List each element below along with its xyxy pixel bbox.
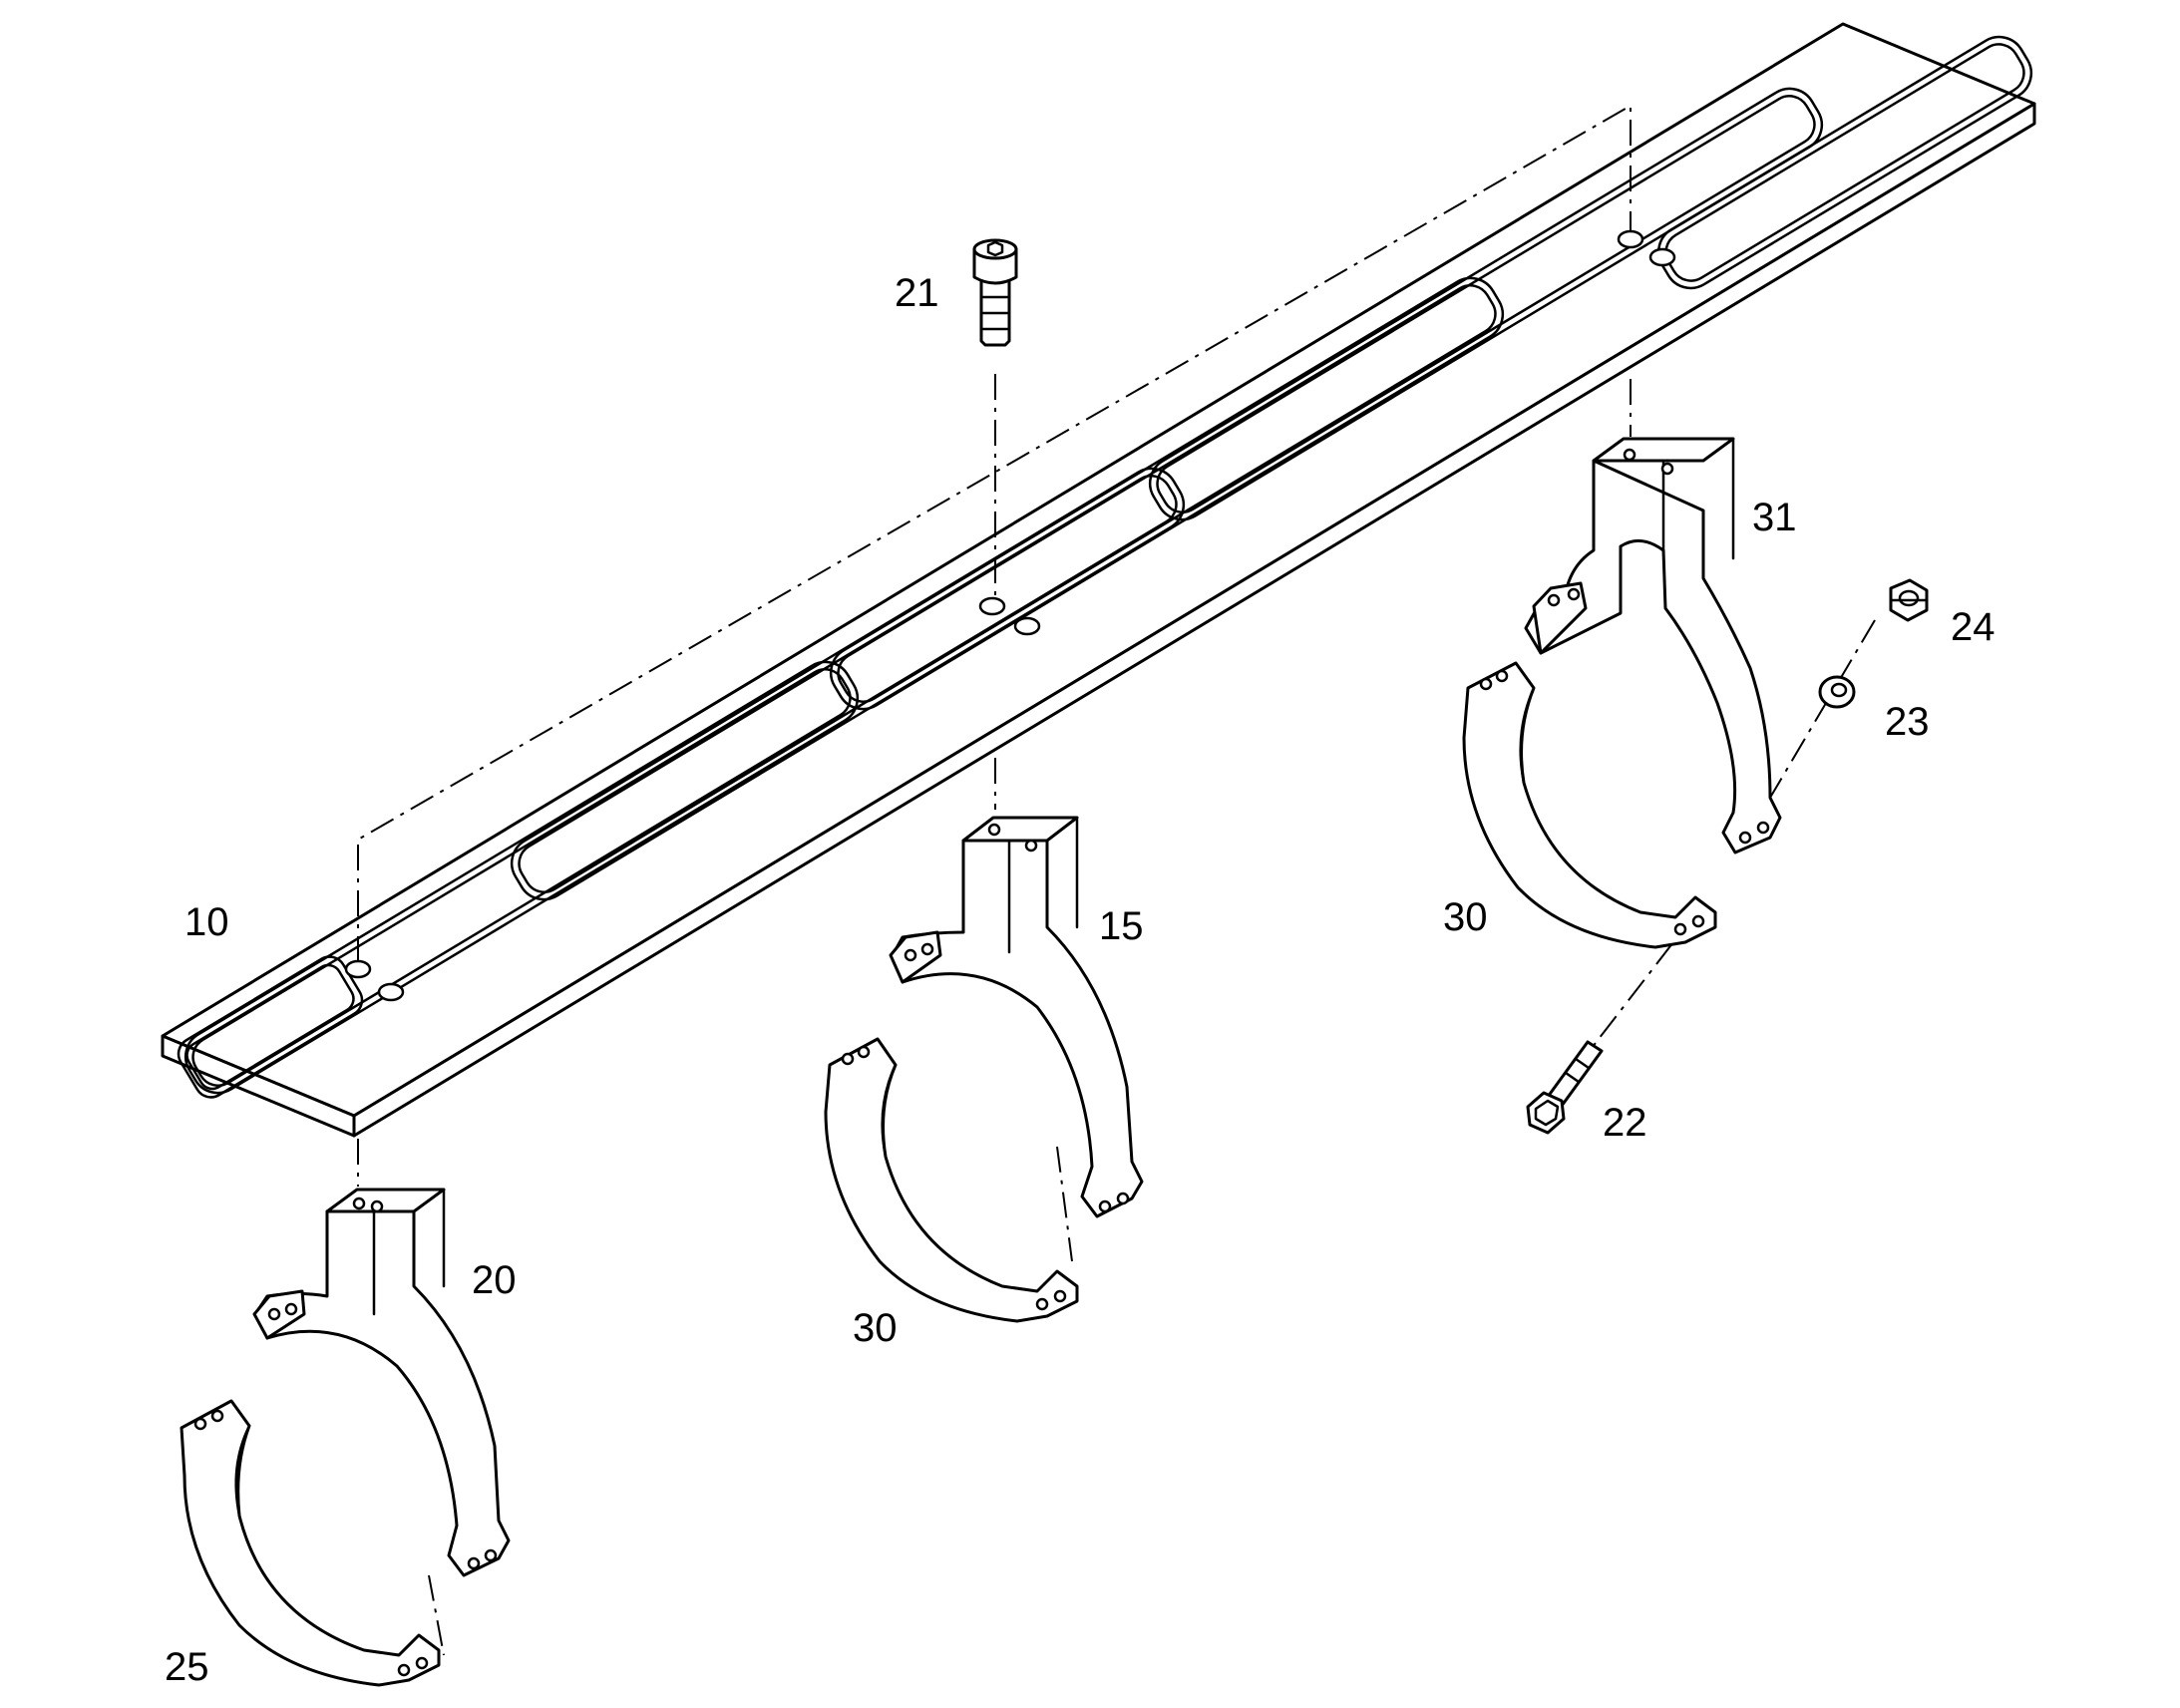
- callout-20: 20: [472, 1258, 517, 1302]
- callout-31: 31: [1752, 496, 1797, 539]
- screw-part-21: [972, 238, 1018, 347]
- clamp-half-part-30-right: [1462, 661, 1717, 949]
- callout-labels: 10 15 20 21 22 23 24 25 30 30 31: [165, 271, 1996, 1689]
- clamp-bracket-part-20: [252, 1188, 511, 1577]
- clamp-bracket-part-31: [1524, 437, 1782, 854]
- callout-25: 25: [165, 1645, 209, 1689]
- callout-21: 21: [895, 271, 939, 315]
- clamp-half-part-25: [180, 1399, 441, 1687]
- nut-part-24: [1889, 578, 1929, 622]
- callout-22: 22: [1603, 1101, 1647, 1145]
- callout-30-right: 30: [1443, 895, 1488, 939]
- callout-15: 15: [1099, 904, 1144, 948]
- callout-23: 23: [1885, 700, 1930, 744]
- clamp-half-part-30-center: [824, 1037, 1079, 1323]
- bar-holes: [344, 229, 1676, 1002]
- bar-pockets: [177, 35, 2033, 1099]
- callout-30-center: 30: [853, 1306, 898, 1350]
- bolt-part-22: [1526, 1040, 1604, 1135]
- center-lines: [357, 104, 1876, 1656]
- callout-24: 24: [1951, 605, 1996, 649]
- clamp-bracket-part-15: [889, 816, 1144, 1218]
- callout-10: 10: [184, 900, 229, 944]
- washer-part-23: [1818, 675, 1856, 709]
- mounting-bar: [161, 22, 2036, 1138]
